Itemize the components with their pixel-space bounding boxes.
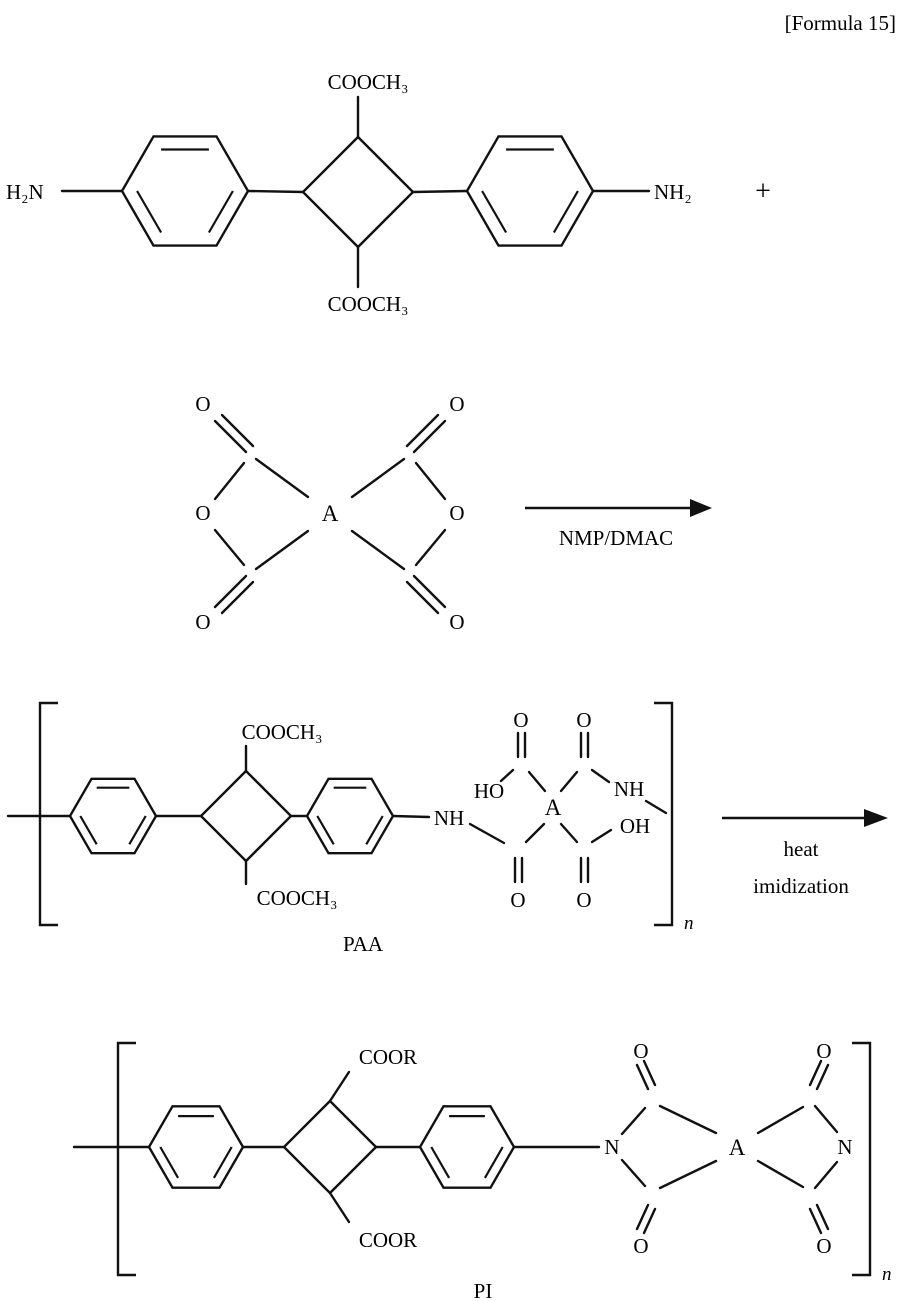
benzene-ring-left bbox=[120, 135, 250, 247]
pi-ester-top-label: COOR bbox=[359, 1045, 417, 1069]
polymer-bracket-left bbox=[38, 701, 58, 927]
oxygen-label: O bbox=[195, 501, 210, 525]
benzene-ring-right bbox=[418, 1105, 516, 1189]
oxygen-label: O bbox=[576, 708, 591, 732]
paa-ester-bottom-label: COOCH₃ bbox=[257, 886, 338, 910]
oxygen-label: O bbox=[449, 610, 464, 634]
amine-right-label: NH₂ bbox=[654, 180, 692, 204]
cyclobutane-ring bbox=[282, 1099, 378, 1195]
amide-nh-label: NH bbox=[614, 777, 644, 801]
oxygen-label: O bbox=[510, 888, 525, 912]
oxygen-label: O bbox=[633, 1234, 648, 1258]
amine-left-label: H₂N bbox=[6, 180, 44, 204]
solvent-label: NMP/DMAC bbox=[559, 526, 673, 550]
dianhydride-bonds bbox=[213, 413, 447, 615]
arrow-head-icon bbox=[864, 809, 888, 827]
cyclobutane-ring bbox=[199, 769, 293, 863]
cyclobutane-ring bbox=[301, 135, 415, 249]
diamine-structure: H₂N COOCH₃ COOCH₃ NH₂ + bbox=[6, 70, 771, 316]
dianhydride-structure: O O O O O O A bbox=[195, 392, 464, 634]
hydroxyl-label: OH bbox=[620, 814, 650, 838]
polymer-bracket-left bbox=[116, 1041, 136, 1277]
repeat-n-label: n bbox=[882, 1264, 892, 1285]
paa-ester-top-label: COOCH₃ bbox=[242, 720, 323, 744]
benzene-ring-left bbox=[147, 1105, 245, 1189]
oxygen-label: O bbox=[195, 610, 210, 634]
amide-nh-label: NH bbox=[434, 806, 464, 830]
imide-n-label: N bbox=[604, 1135, 619, 1159]
heat-label: heat bbox=[784, 837, 819, 861]
oxygen-label: O bbox=[513, 708, 528, 732]
benzene-ring-right bbox=[305, 777, 395, 855]
paa-name-label: PAA bbox=[343, 932, 384, 956]
imide-n-label: N bbox=[837, 1135, 852, 1159]
repeat-n-label: n bbox=[684, 913, 694, 934]
diamine-bonds bbox=[60, 95, 651, 289]
oxygen-label: O bbox=[816, 1234, 831, 1258]
oxygen-label: O bbox=[449, 501, 464, 525]
reaction-arrow-2: heat imidization bbox=[722, 809, 888, 898]
core-a-label: A bbox=[545, 795, 562, 820]
paa-structure: COOCH₃ COOCH₃ NH HO O O NH OH A O O n PA… bbox=[6, 701, 694, 956]
pi-structure: COOR COOR N N A O O O O n PI bbox=[72, 1039, 892, 1301]
ester-top-label: COOCH₃ bbox=[328, 70, 409, 94]
benzene-ring-right bbox=[465, 135, 595, 247]
arrow-head-icon bbox=[690, 499, 712, 517]
oxygen-label: O bbox=[816, 1039, 831, 1063]
benzene-ring-left bbox=[68, 777, 158, 855]
reaction-arrow-1: NMP/DMAC bbox=[525, 499, 712, 550]
oxygen-label: O bbox=[449, 392, 464, 416]
polymer-bracket-right bbox=[852, 1041, 872, 1277]
oxygen-label: O bbox=[576, 888, 591, 912]
ester-bottom-label: COOCH₃ bbox=[328, 292, 409, 316]
plus-sign: + bbox=[755, 176, 771, 207]
oxygen-label: O bbox=[195, 392, 210, 416]
pi-ester-bottom-label: COOR bbox=[359, 1228, 417, 1252]
pi-name-label: PI bbox=[474, 1279, 493, 1301]
pi-bonds bbox=[72, 1059, 839, 1235]
hydroxyl-label: HO bbox=[474, 779, 504, 803]
core-a-label: A bbox=[322, 501, 339, 526]
polymer-bracket-right bbox=[654, 701, 674, 927]
formula-tag: [Formula 15] bbox=[785, 11, 896, 35]
paa-bonds bbox=[6, 731, 668, 886]
core-a-label: A bbox=[729, 1135, 746, 1160]
oxygen-label: O bbox=[633, 1039, 648, 1063]
imidization-label: imidization bbox=[753, 874, 849, 898]
